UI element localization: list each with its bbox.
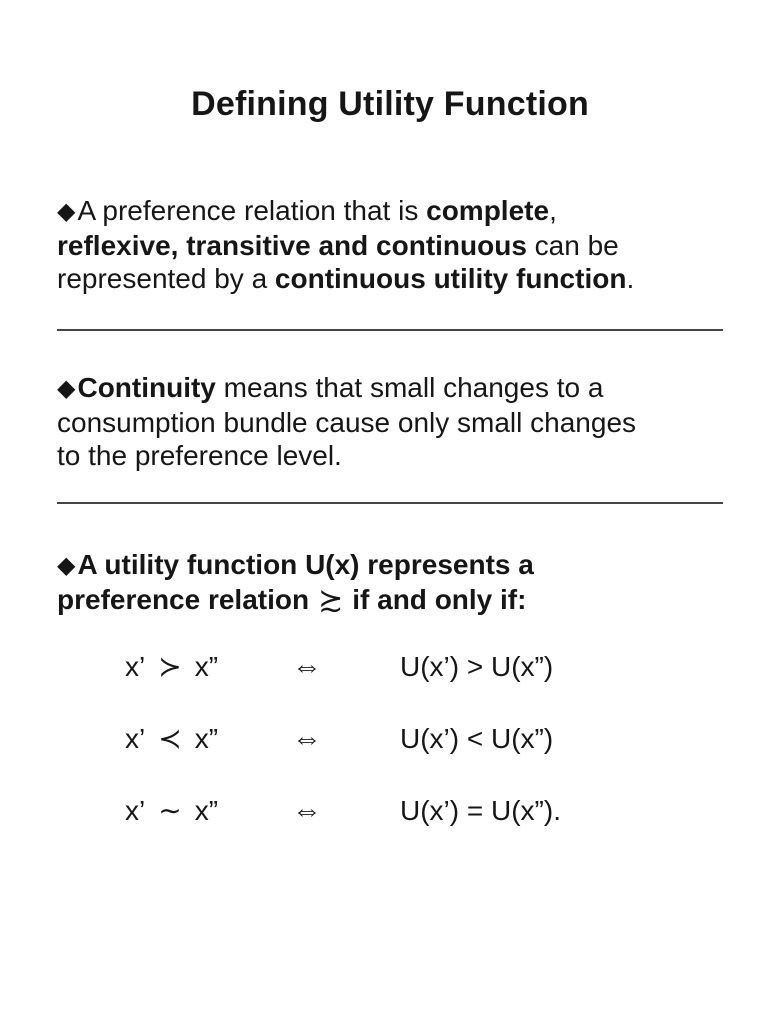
- bundle-x-prime: x’: [125, 723, 146, 754]
- text-segment: consumption bundle cause only small chan…: [57, 407, 637, 438]
- relation-equivalence-list: x’ ≻ x” ⇔ U(x’) > U(x”) x’ ≺ x” ⇔ U(x’) < U(…: [57, 650, 723, 828]
- text-line: to the preference level.: [57, 439, 723, 472]
- diamond-bullet-icon: ◆: [57, 375, 76, 402]
- bundle-x-prime: x’: [125, 651, 146, 682]
- relation-row-indifference: x’ ∼ x” ⇔ U(x’) = U(x”).: [125, 794, 723, 828]
- bullet-paragraph-representation: ◆A preference relation that is complete,…: [57, 194, 723, 295]
- text-segment: A preference relation that is: [77, 195, 427, 226]
- bundle-x-double-prime: x”: [194, 795, 219, 826]
- text-line: preference relation ≿ if and only if:: [57, 583, 723, 617]
- strictly-preferred-symbol: ≻: [158, 651, 182, 682]
- weak-preference-symbol: ≿: [318, 584, 344, 617]
- text-line: ◆A preference relation that is complete,: [57, 194, 723, 229]
- text-segment: represented by a: [57, 263, 275, 294]
- relation-lhs: x’ ∼ x”: [125, 794, 292, 828]
- diamond-bullet-icon: ◆: [57, 198, 76, 225]
- text-line: ◆Continuity means that small changes to …: [57, 371, 723, 406]
- bundle-x-double-prime: x”: [194, 723, 219, 754]
- text-segment: means that small changes to a: [215, 372, 604, 403]
- text-line: represented by a continuous utility func…: [57, 262, 723, 295]
- relation-row-strictly-worse: x’ ≺ x” ⇔ U(x’) < U(x”): [125, 722, 723, 756]
- text-segment: .: [626, 263, 635, 294]
- text-segment-bold: Continuity: [77, 372, 216, 403]
- strictly-worse-symbol: ≺: [158, 723, 182, 754]
- text-segment-bold: reflexive, transitive and continuous: [57, 230, 527, 261]
- indifference-symbol: ∼: [158, 795, 182, 826]
- iff-arrow-symbol: ⇔: [292, 650, 322, 683]
- text-segment: to the preference level.: [57, 440, 342, 471]
- bundle-x-prime: x’: [125, 795, 146, 826]
- text-segment-bold: continuous utility function: [274, 263, 627, 294]
- bullet-paragraph-utility-function: ◆A utility function U(x) represents a pr…: [57, 548, 723, 617]
- text-segment: preference relation: [57, 584, 310, 615]
- relation-row-strict-preference: x’ ≻ x” ⇔ U(x’) > U(x”): [125, 650, 723, 684]
- text-segment: can be: [526, 230, 619, 261]
- bundle-x-double-prime: x”: [194, 651, 219, 682]
- iff-arrow-symbol: ⇔: [292, 722, 322, 755]
- divider-line: [57, 329, 723, 331]
- diamond-bullet-icon: ◆: [57, 552, 76, 579]
- relation-lhs: x’ ≻ x”: [125, 650, 292, 684]
- utility-comparison: U(x’) < U(x”): [400, 723, 554, 754]
- text-segment: ,: [549, 195, 557, 226]
- utility-comparison: U(x’) > U(x”): [400, 651, 554, 682]
- slide-page: Defining Utility Function ◆A preference …: [0, 84, 768, 1024]
- text-line: reflexive, transitive and continuous can…: [57, 229, 723, 262]
- text-segment: if and only if:: [352, 584, 527, 615]
- text-line: ◆A utility function U(x) represents a: [57, 548, 723, 583]
- iff-arrow-symbol: ⇔: [292, 794, 322, 827]
- utility-comparison: U(x’) = U(x”).: [400, 795, 561, 826]
- relation-lhs: x’ ≺ x”: [125, 722, 292, 756]
- bullet-paragraph-continuity: ◆Continuity means that small changes to …: [57, 371, 723, 472]
- divider-line: [57, 502, 723, 504]
- text-segment-bold: complete: [426, 195, 550, 226]
- text-segment: A utility function U(x) represents a: [77, 549, 534, 580]
- text-line: consumption bundle cause only small chan…: [57, 406, 723, 439]
- slide-title: Defining Utility Function: [191, 85, 589, 123]
